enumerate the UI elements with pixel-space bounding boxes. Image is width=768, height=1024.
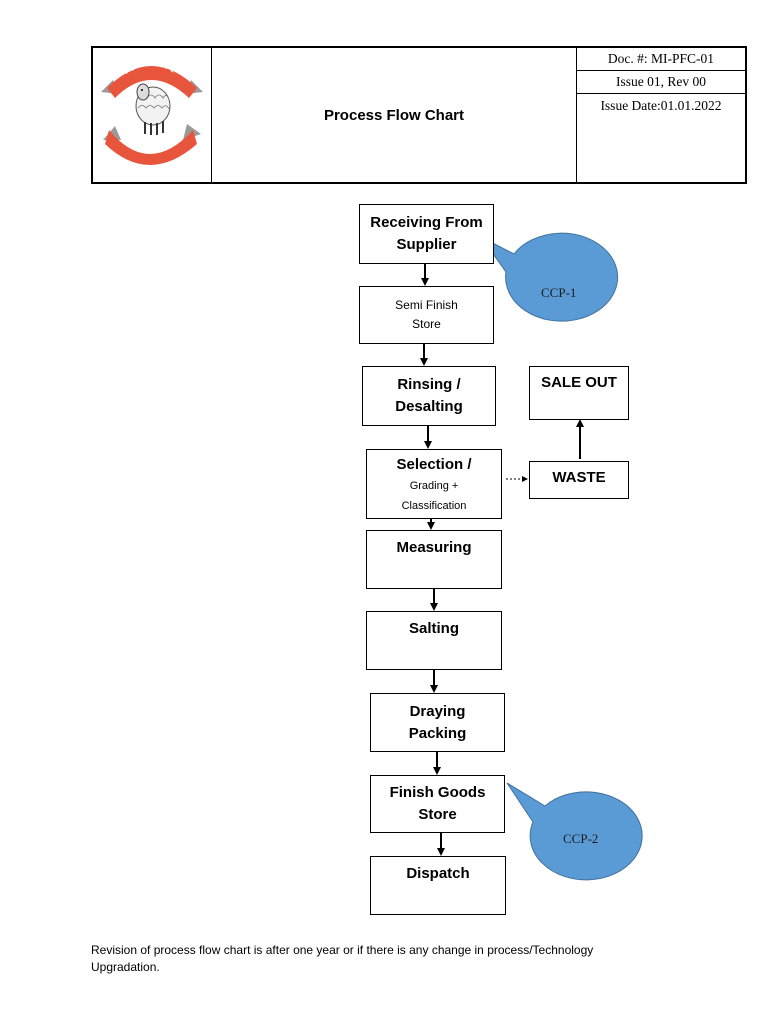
logo-bottom-ribbon — [105, 130, 197, 165]
step-selection-sub1: Grading + — [409, 480, 459, 492]
sheep-icon — [135, 83, 171, 135]
step-receiving-line1: Receiving From — [370, 214, 483, 231]
title-cell: Process Flow Chart — [212, 48, 577, 182]
step-finish-goods-store: Finish Goods Store — [370, 775, 505, 833]
step-finish-goods-line1: Finish Goods — [389, 784, 486, 801]
step-sale-out-label: SALE OUT — [541, 374, 617, 391]
revision-note: Revision of process flow chart is after … — [91, 943, 594, 974]
doc-number: Doc. #: MI-PFC-01 — [577, 48, 745, 71]
madni-logo: MADNI INTERNATIONAL — [101, 57, 203, 165]
step-salting: Salting — [366, 611, 502, 670]
step-measuring: Measuring — [366, 530, 502, 589]
doc-issue-date: Issue Date:01.01.2022 — [600, 97, 722, 113]
document-header: MADNI INTERNATIONAL Process Flow Chart — [91, 46, 747, 184]
step-waste: WASTE — [529, 461, 629, 499]
ccp1-callout — [480, 232, 619, 322]
logo-cell: MADNI INTERNATIONAL — [93, 48, 212, 182]
step-selection: Selection / Grading + Classification — [366, 449, 502, 519]
step-rinsing-line1: Rinsing / — [397, 376, 461, 393]
step-dispatch: Dispatch — [370, 856, 506, 915]
step-waste-label: WASTE — [552, 469, 606, 486]
doc-issue: Issue 01, Rev 00 — [577, 71, 745, 94]
step-dispatch-label: Dispatch — [406, 865, 470, 882]
step-rinsing-desalting: Rinsing / Desalting — [362, 366, 496, 426]
step-draying-line1: Draying — [409, 702, 466, 720]
step-receiving-line2: Supplier — [396, 236, 457, 253]
step-measuring-label: Measuring — [396, 539, 472, 556]
page-title: Process Flow Chart — [323, 106, 465, 124]
step-semi-finish-line1: Semi Finish — [395, 298, 458, 312]
step-selection-title: Selection / — [396, 456, 472, 473]
step-finish-goods-line2: Store — [418, 806, 457, 823]
logo-top-ribbon — [107, 66, 197, 98]
step-sale-out: SALE OUT — [529, 366, 629, 420]
step-draying-packing: Draying Packing — [370, 693, 505, 752]
step-rinsing-line2: Desalting — [395, 398, 463, 415]
step-salting-label: Salting — [408, 620, 459, 637]
step-draying-line2: Packing — [408, 724, 467, 742]
step-receiving-from-supplier: Receiving From Supplier — [359, 204, 494, 264]
step-semi-finish-line2: Store — [412, 317, 441, 331]
step-selection-sub2: Classification — [401, 500, 467, 512]
doc-info-cell: Doc. #: MI-PFC-01 Issue 01, Rev 00 Issue… — [577, 48, 745, 182]
ccp1-label: CCP-1 — [541, 285, 577, 300]
ccp2-callout — [506, 782, 643, 881]
ccp2-label: CCP-2 — [563, 831, 599, 846]
step-semi-finish-store: Semi Finish Store — [359, 286, 494, 344]
